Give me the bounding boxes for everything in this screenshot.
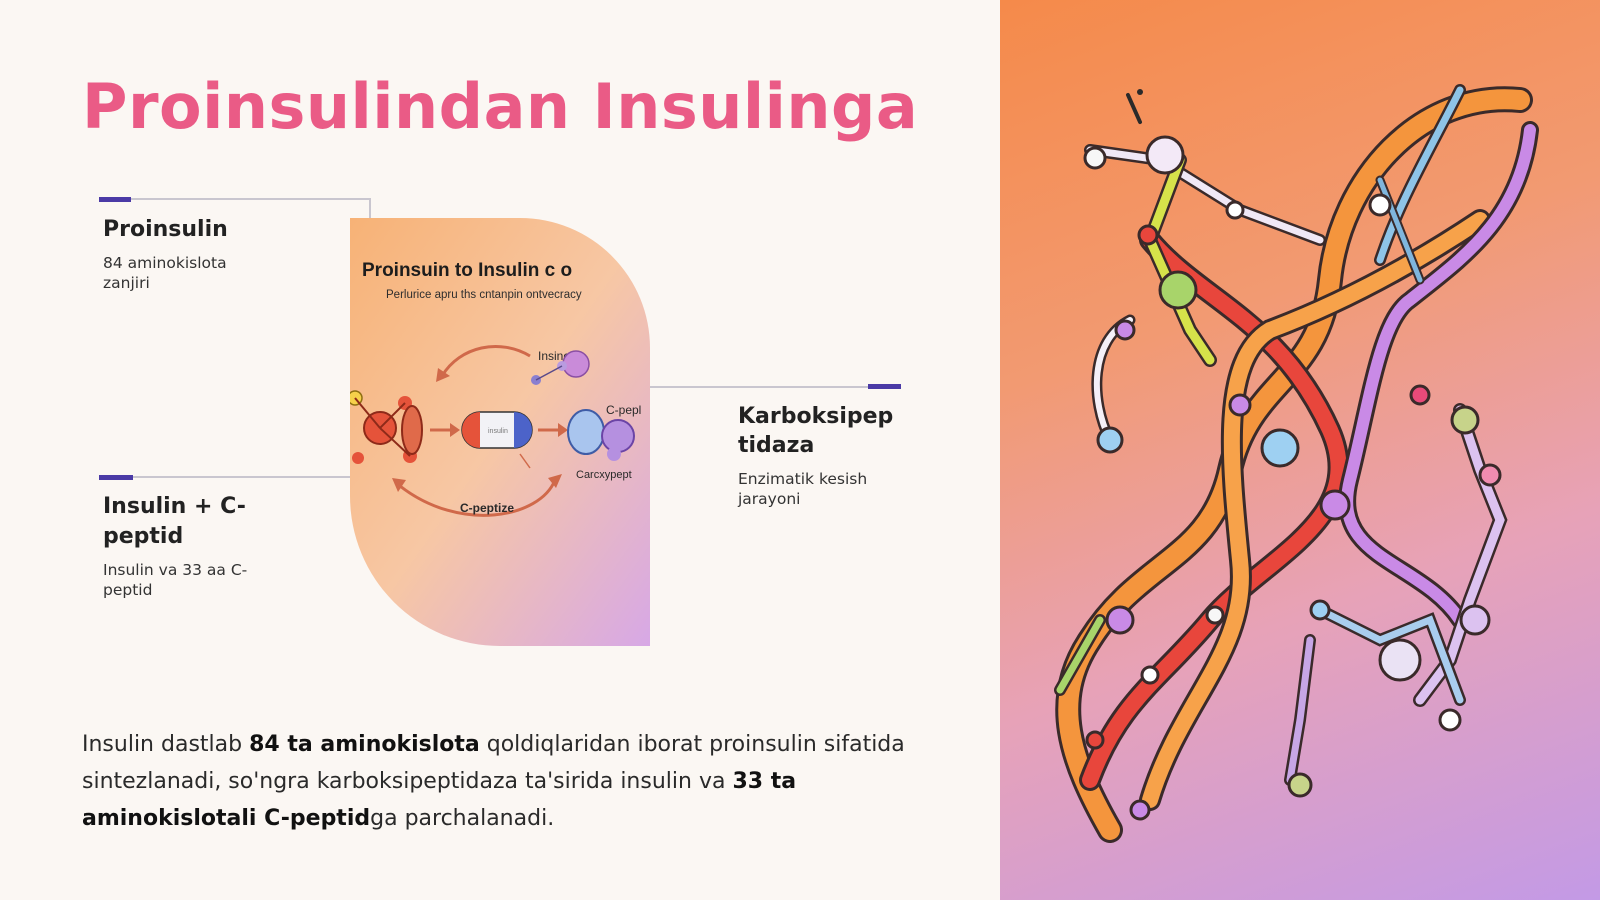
diagram-subheading: Perlurice apru ths cntanpin ontvecracy xyxy=(386,289,582,301)
card-desc-proinsulin-1: 84 aminokislota xyxy=(103,254,227,272)
card-accent-proinsulin xyxy=(99,197,131,202)
diagram-label-carboxy: Carcxypept xyxy=(576,469,632,481)
card-title-insulin-2: peptid xyxy=(103,524,184,549)
content-panel: Proinsulindan Insulinga Proinsulin 84 am… xyxy=(82,70,922,837)
diagram-label-pill: insulin xyxy=(488,428,508,435)
paragraph-bold-2: 33 ta aminokislotali C-peptid xyxy=(82,769,797,831)
connector-line-insulin xyxy=(133,476,351,478)
card-desc-karboksi-1: Enzimatik kesish xyxy=(738,470,868,488)
card-desc-karboksi-2: jarayoni xyxy=(738,490,801,508)
card-title-karboksi-1: Karboksipep xyxy=(738,404,894,429)
slide-title: Proinsulindan Insulinga xyxy=(82,70,919,143)
paragraph-bold-1: 84 ta aminokislota xyxy=(249,732,480,757)
molecule-illustration-panel xyxy=(1000,0,1600,900)
protein-molecule-icon xyxy=(1054,84,1539,843)
card-accent-karboksi xyxy=(868,384,901,389)
connector-line-karboksi xyxy=(648,386,870,388)
diagram-label-cpeptize: C-peptize xyxy=(460,501,514,515)
diagram-heading: Proinsuin to Insulin c o xyxy=(362,260,572,281)
paragraph-text-3: ga parchalanadi. xyxy=(370,806,555,831)
card-desc-proinsulin-2: zanjiri xyxy=(103,274,150,292)
card-accent-insulin xyxy=(99,475,133,480)
paragraph-text-1: Insulin dastlab xyxy=(82,732,250,757)
card-title-proinsulin: Proinsulin xyxy=(103,217,228,242)
card-desc-insulin-1: Insulin va 33 aa C- xyxy=(103,561,248,579)
card-desc-insulin-2: peptid xyxy=(103,581,153,599)
connector-line-proinsulin xyxy=(131,198,371,200)
card-title-insulin-1: Insulin + C- xyxy=(103,494,246,519)
paragraph-text-2: qoldiqlaridan iborat proinsulin sifatida… xyxy=(82,732,905,794)
diagram-label-cpeptide-top: C-pepl xyxy=(606,403,641,417)
card-title-karboksi-2: tidaza xyxy=(738,433,815,458)
description-paragraph: Insulin dastlab 84 ta aminokislota qoldi… xyxy=(82,726,922,837)
connector-drop-proinsulin xyxy=(369,198,371,220)
proinsulin-diagram-image: Proinsuin to Insulin c o Perlurice apru … xyxy=(350,218,650,646)
